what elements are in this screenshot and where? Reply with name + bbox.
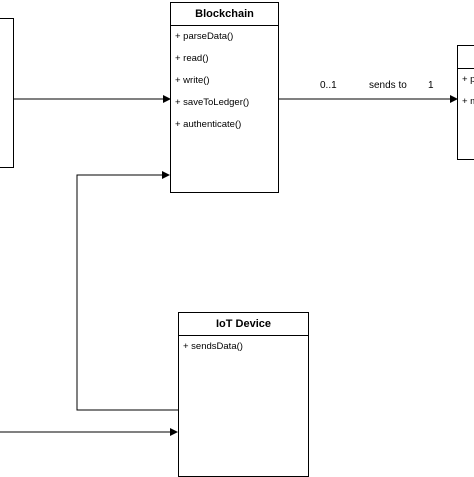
method-right-1: + p: [462, 74, 474, 85]
class-title-right: [458, 46, 474, 69]
association-label-sends-to: sends to: [369, 80, 407, 91]
method-sendsdata: + sendsData(): [183, 341, 243, 352]
method-write: + write(): [175, 75, 210, 86]
method-read: + read(): [175, 53, 209, 64]
class-title-blockchain: Blockchain: [171, 3, 278, 26]
method-list-blockchain: + parseData() + read() + write() + saveT…: [171, 26, 278, 140]
method-list-right: + p + m: [458, 69, 474, 117]
class-box-left-partial[interactable]: [0, 18, 14, 168]
multiplicity-target: 1: [428, 80, 434, 91]
class-box-right-partial[interactable]: + p + m: [457, 45, 474, 160]
method-parsedata: + parseData(): [175, 31, 234, 42]
connector-iot-to-blockchain[interactable]: [76, 171, 178, 411]
class-title-iot-device: IoT Device: [179, 313, 308, 336]
multiplicity-source: 0..1: [320, 80, 337, 91]
class-box-iot-device[interactable]: IoT Device + sendsData(): [178, 312, 309, 477]
class-box-blockchain[interactable]: Blockchain + parseData() + read() + writ…: [170, 2, 279, 193]
method-right-2: + m: [462, 96, 474, 107]
method-authenticate: + authenticate(): [175, 119, 242, 130]
method-list-iot-device: + sendsData(): [179, 336, 308, 362]
method-savetoledger: + saveToLedger(): [175, 97, 250, 108]
